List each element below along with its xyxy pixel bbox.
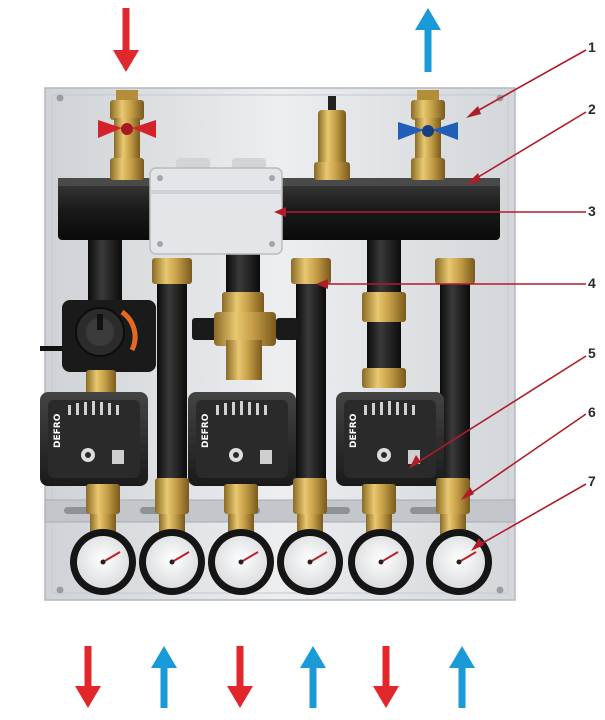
flow-arrow-down	[113, 8, 139, 72]
air-vent	[314, 96, 350, 180]
flow-arrow-up	[415, 8, 441, 72]
callout-number: 1	[588, 39, 596, 55]
callout-leader-lines	[276, 49, 587, 549]
flow-arrow-up	[300, 646, 326, 708]
callout-number: 3	[588, 203, 596, 219]
gauge	[139, 529, 205, 595]
flow-arrows	[75, 8, 475, 708]
flow-arrow-up	[151, 646, 177, 708]
pump-brand-label: DEFRO	[201, 413, 211, 448]
return-ball-valve	[398, 90, 458, 180]
thermometer-gauges	[70, 529, 492, 595]
flow-arrow-down	[227, 646, 253, 708]
pipe-unions	[152, 258, 475, 388]
mixing-valve-actuator	[40, 300, 156, 394]
central-mixing-valve	[192, 312, 298, 380]
circulation-pumps: DEFRO DEFRO	[40, 392, 444, 486]
callout-number: 4	[588, 275, 596, 291]
gauge	[208, 529, 274, 595]
callout-number: 7	[588, 473, 596, 489]
callout-leader-heads	[274, 106, 484, 551]
pump: DEFRO	[188, 392, 296, 486]
gauge	[426, 529, 492, 595]
pump: DEFRO	[336, 392, 444, 486]
pump-brand-label: DEFRO	[349, 413, 359, 448]
supply-ball-valve	[98, 90, 156, 180]
callout-number: 5	[588, 345, 596, 361]
pipes	[88, 215, 470, 490]
pump: DEFRO	[40, 392, 148, 486]
gauge	[70, 529, 136, 595]
callout-number: 2	[588, 101, 596, 117]
gauge	[277, 529, 343, 595]
junction-box	[149, 158, 283, 255]
callout-number: 6	[588, 404, 596, 420]
gauge	[348, 529, 414, 595]
pump-brand-label: DEFRO	[53, 413, 63, 448]
flow-arrow-down	[373, 646, 399, 708]
flow-arrow-down	[75, 646, 101, 708]
flow-arrow-up	[449, 646, 475, 708]
